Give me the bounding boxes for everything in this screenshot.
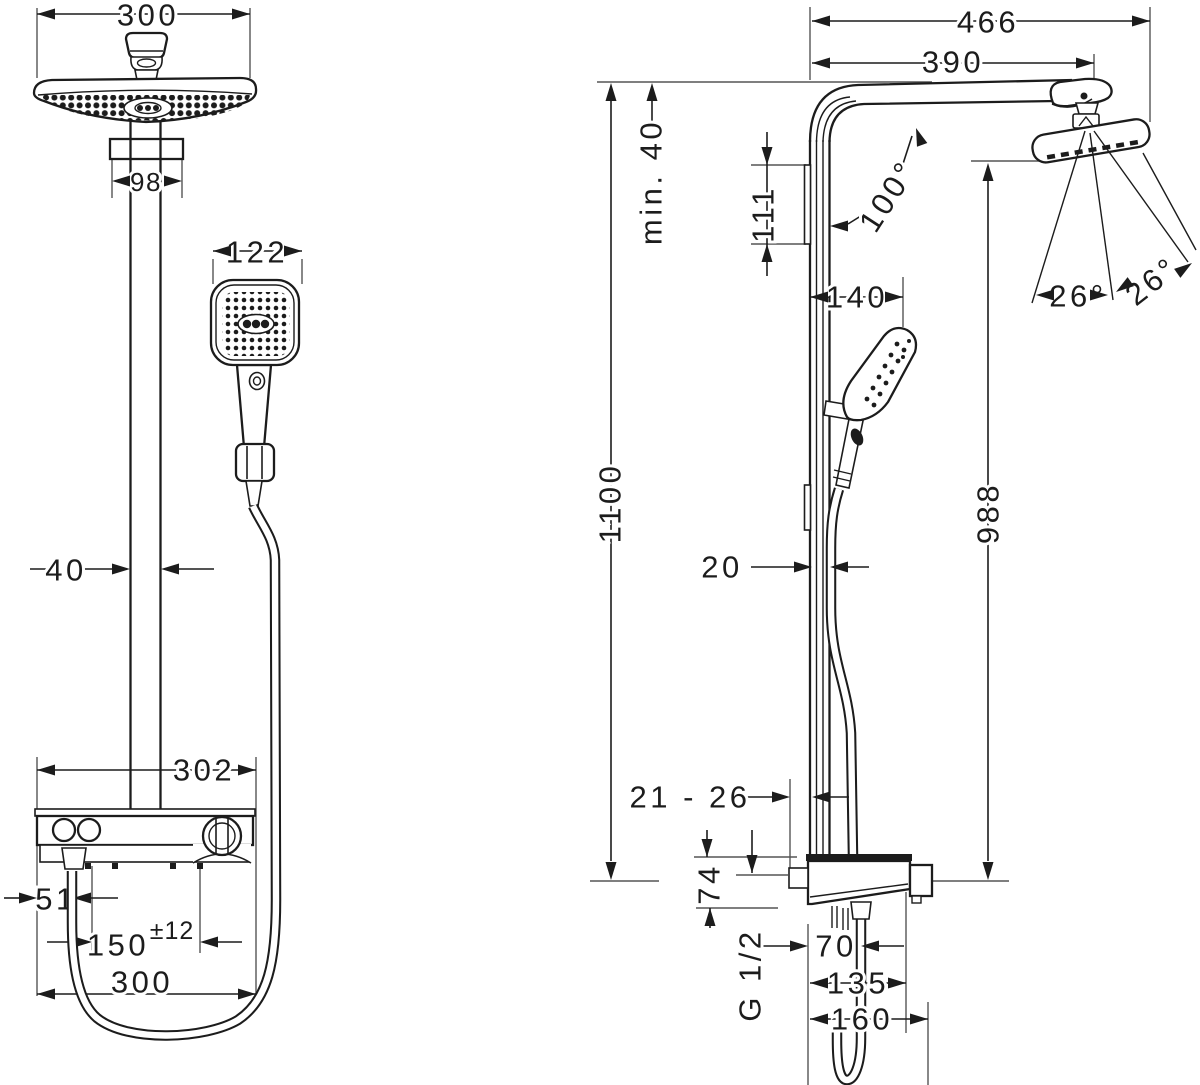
front-button (788, 867, 809, 889)
extension-lines (36, 7, 1151, 1085)
lower-wall-bracket (803, 484, 812, 531)
dim-valve-depth: 135 (827, 966, 889, 1001)
select-button-right (76, 817, 102, 843)
pivot-dot (1080, 92, 1088, 100)
dim-bracket-width: 98 (130, 167, 162, 197)
dim-bar-height: 1100 (593, 463, 628, 544)
dim-wall-distance: 21 - 26 (629, 780, 750, 815)
temperature-knob-side (908, 863, 934, 898)
dim-holder-depth: 140 (826, 280, 888, 315)
valve-shelf-side (806, 854, 912, 861)
hose-front (66, 503, 282, 1041)
dim-bracket-height: 111 (746, 185, 781, 243)
dimension-lines (4, 13, 1150, 1020)
hand-shower-side (823, 326, 918, 489)
dim-valve-width: 302 (173, 753, 235, 788)
hose-connector (245, 480, 263, 507)
dim-hose-loop-width: 300 (111, 965, 173, 1000)
hose-loop-side (831, 919, 867, 1085)
spray-cone-lines (1031, 130, 1197, 304)
dim-pipe-width: 40 (45, 553, 86, 588)
dimension-arrows (19, 8, 1192, 1025)
upper-wall-bracket (803, 164, 812, 245)
select-button-left (51, 817, 77, 843)
shower-arm-head (1031, 77, 1197, 304)
hose-upper-side (825, 487, 859, 857)
hose-nipple-side (850, 901, 872, 920)
front-view (32, 31, 301, 870)
valve-body-side (806, 859, 912, 906)
dim-outlet-offset: 70 (815, 929, 856, 964)
side-view (788, 77, 1197, 1085)
dim-supply-tolerance: ±12 (150, 917, 195, 945)
head-side (842, 326, 918, 422)
wall-bar (803, 78, 1073, 855)
dim-valve-total-depth: 160 (831, 1002, 893, 1037)
dim-overhead-width: 300 (117, 0, 179, 33)
dim-supply-spacing: 150 (87, 928, 149, 963)
dim-total-reach: 466 (957, 5, 1019, 40)
valve-side (788, 854, 934, 930)
handle-side (835, 414, 866, 489)
ceiling-connector-cone (124, 31, 169, 60)
riser-pipe (129, 118, 162, 810)
valve-front (34, 808, 256, 870)
dim-arm-reach: 390 (922, 45, 984, 80)
hand-shower-holder (234, 442, 276, 483)
dim-handshower-width: 122 (226, 235, 288, 270)
select-button (248, 371, 266, 391)
dim-ceiling-clearance: min. 40 (634, 119, 669, 245)
dim-arm-angle: 100° (852, 154, 924, 239)
supply-stubs (831, 906, 849, 930)
spray-dots-side (864, 339, 911, 408)
dim-thread-size: G 1/2 (733, 928, 768, 1021)
dim-hose-gap: 20 (701, 550, 742, 585)
dim-valve-height: 74 (692, 863, 727, 904)
arm-end-cap (1049, 77, 1113, 108)
dim-head-to-valve: 988 (971, 482, 1006, 544)
wall-bracket (108, 137, 185, 161)
hose-outlet-nipple (61, 847, 87, 870)
select-button-side (850, 428, 864, 446)
overhead-shower (32, 31, 258, 124)
hand-shower-front (209, 278, 301, 507)
